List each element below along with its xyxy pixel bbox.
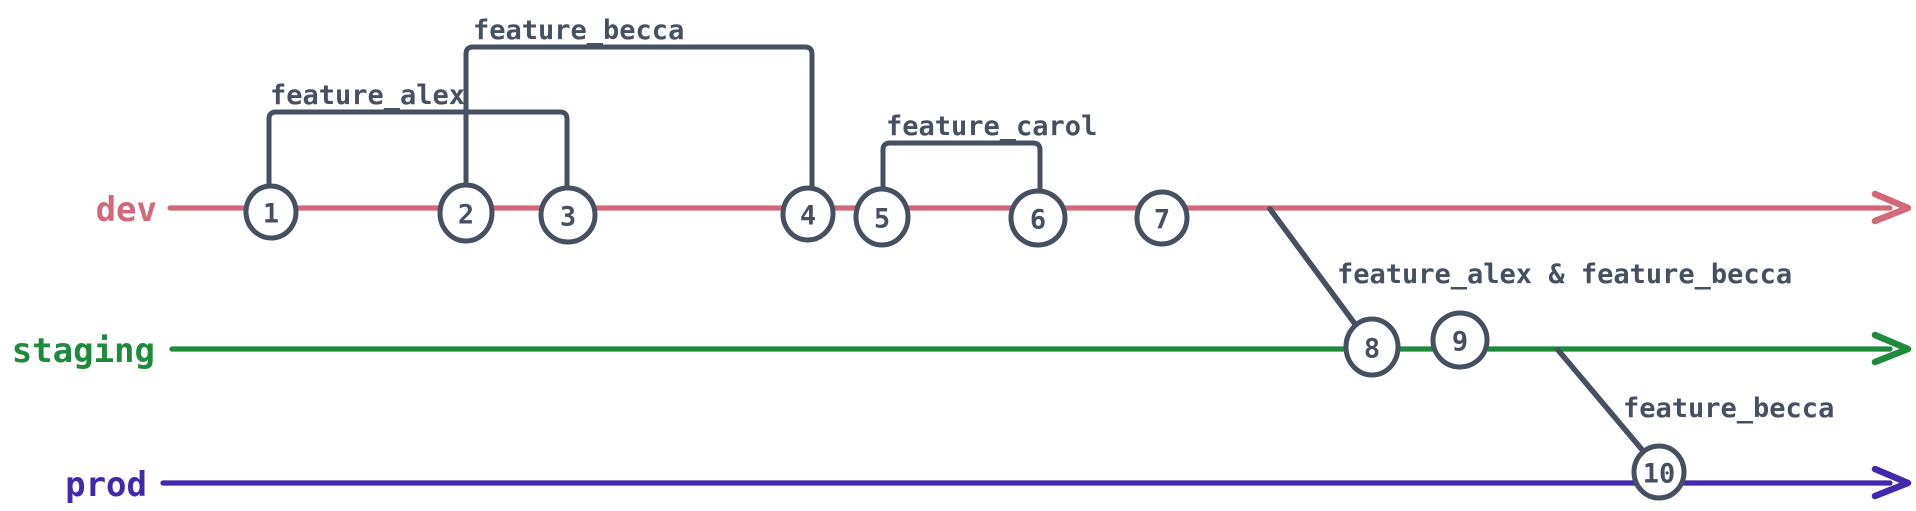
commit-node-1 xyxy=(243,183,299,241)
commit-node-2 xyxy=(437,182,495,244)
commit-node-10 xyxy=(1631,443,1687,501)
feature-bracket-label-1: feature_alex xyxy=(270,80,465,111)
commit-number-5: 5 xyxy=(874,204,890,235)
branch-label-staging: staging xyxy=(12,331,155,371)
commit-node-9 xyxy=(1430,310,1490,370)
commit-node-3 xyxy=(538,185,598,245)
branch-line-prod xyxy=(160,480,1893,486)
commit-number-7: 7 xyxy=(1154,205,1170,236)
branch-label-prod: prod xyxy=(65,465,147,505)
commit-node-7 xyxy=(1134,189,1190,247)
merge-line-1 xyxy=(1267,206,1361,331)
feature-bracket-1 xyxy=(266,109,570,192)
commit-number-6: 6 xyxy=(1030,205,1046,236)
branch-arrowhead-prod xyxy=(1871,465,1912,500)
commit-node-5 xyxy=(853,186,911,248)
branch-line-staging xyxy=(169,346,1893,352)
commit-number-10: 10 xyxy=(1643,459,1676,490)
feature-bracket-3 xyxy=(880,140,1043,195)
feature-bracket-label-2: feature_becca xyxy=(473,15,684,46)
feature-bracket-2 xyxy=(463,44,815,191)
commit-number-1: 1 xyxy=(263,199,279,230)
commit-number-2: 2 xyxy=(458,200,474,231)
commit-number-9: 9 xyxy=(1452,327,1468,358)
merge-line-2 xyxy=(1555,347,1647,455)
branch-arrowhead-dev xyxy=(1871,190,1912,225)
commit-node-6 xyxy=(1008,188,1068,248)
commit-number-8: 8 xyxy=(1364,334,1380,365)
branch-arrowhead-staging xyxy=(1871,331,1912,366)
feature-bracket-label-3: feature_carol xyxy=(886,111,1097,142)
merge-label-1: feature_alex & feature_becca xyxy=(1337,259,1792,290)
commit-number-3: 3 xyxy=(560,202,576,233)
commit-node-8 xyxy=(1343,316,1401,378)
commit-number-4: 4 xyxy=(800,201,816,232)
commit-node-4 xyxy=(780,185,836,243)
merge-label-2: feature_becca xyxy=(1623,393,1834,424)
branch-label-dev: dev xyxy=(96,190,157,230)
